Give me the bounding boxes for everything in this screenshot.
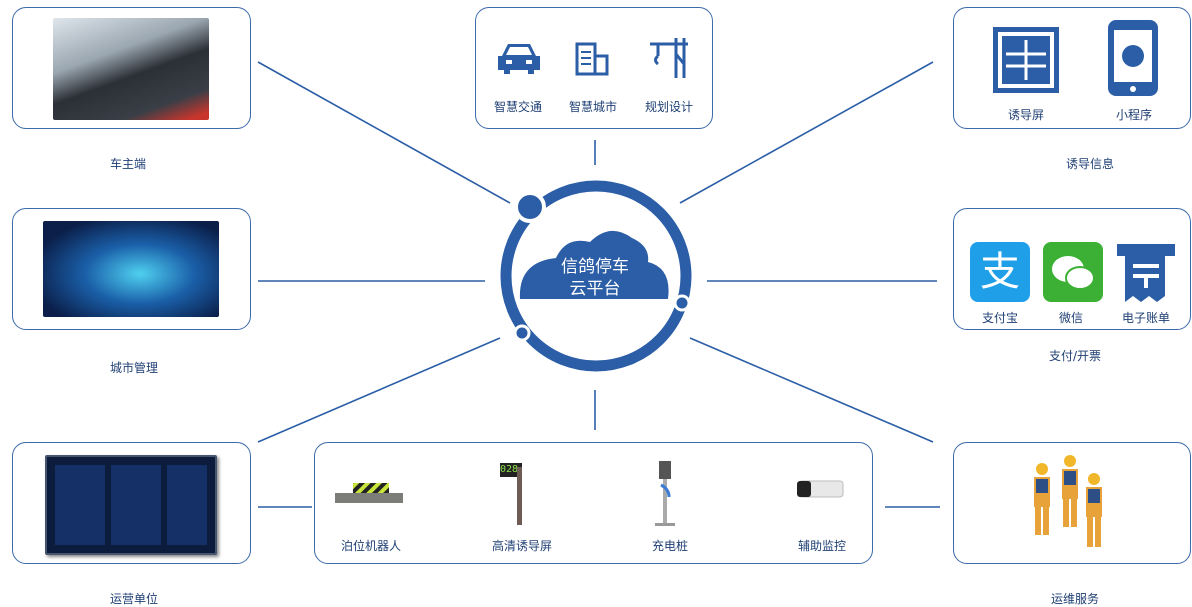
label-mini-program: 小程序 (1115, 108, 1153, 122)
e-bill-icon (1117, 244, 1175, 302)
node-maintenance[interactable] (953, 442, 1191, 564)
parking-robot-icon (335, 483, 403, 503)
node-operator[interactable] (12, 442, 251, 564)
label-parking-robot: 泊位机器人 (340, 539, 402, 553)
guidance-display-icon: 028 (492, 463, 528, 525)
label-wechat: 微信 (1058, 311, 1084, 325)
charging-pile-icon (655, 461, 675, 526)
label-smart-traffic: 智慧交通 (493, 100, 543, 114)
mini-program-icon (1108, 20, 1158, 96)
caption-owner: 车主端 (109, 157, 147, 171)
node-guidance[interactable]: 诱导屏 小程序 (953, 7, 1191, 129)
node-devices[interactable]: 028 泊位机器人 高清诱导屏 充电桩 辅助监控 (314, 442, 873, 564)
node-city[interactable] (12, 208, 251, 330)
label-alipay: 支付宝 (981, 311, 1019, 325)
caption-guidance: 诱导信息 (1065, 157, 1115, 171)
alipay-icon: 支 (970, 242, 1030, 302)
label-guidance-screen: 诱导屏 (1007, 108, 1045, 122)
node-smart[interactable]: 智慧交通 智慧城市 规划设计 (475, 7, 713, 129)
node-payment[interactable]: 支 支付宝 微信 电子账单 (953, 208, 1191, 330)
node-owner[interactable] (12, 7, 251, 129)
surveillance-camera-icon (797, 480, 844, 498)
label-planning-design: 规划设计 (644, 100, 694, 114)
car-icon (498, 44, 540, 74)
cloud-platform-ring (500, 180, 692, 372)
maintenance-workers-icon (1034, 455, 1102, 547)
caption-operator: 运营单位 (109, 592, 159, 606)
building-icon (575, 42, 609, 76)
label-hd-guidance-screen: 高清诱导屏 (491, 539, 553, 553)
label-e-bill: 电子账单 (1121, 311, 1171, 325)
guidance-screen-icon (993, 27, 1059, 93)
crane-icon (650, 38, 688, 78)
label-auxiliary-monitoring: 辅助监控 (797, 539, 847, 553)
caption-maintenance: 运维服务 (1050, 592, 1100, 606)
label-smart-city: 智慧城市 (568, 100, 618, 114)
caption-payment: 支付/开票 (1048, 349, 1102, 363)
label-charging-pile: 充电桩 (651, 539, 689, 553)
platform-title: 信鸽停车云平台 (561, 257, 629, 299)
wechat-icon (1043, 242, 1103, 302)
caption-city: 城市管理 (109, 361, 159, 375)
cloud-icon (519, 230, 669, 299)
driver-photo (53, 18, 209, 120)
dashboard-image (45, 455, 217, 555)
smart-city-image (43, 221, 219, 317)
